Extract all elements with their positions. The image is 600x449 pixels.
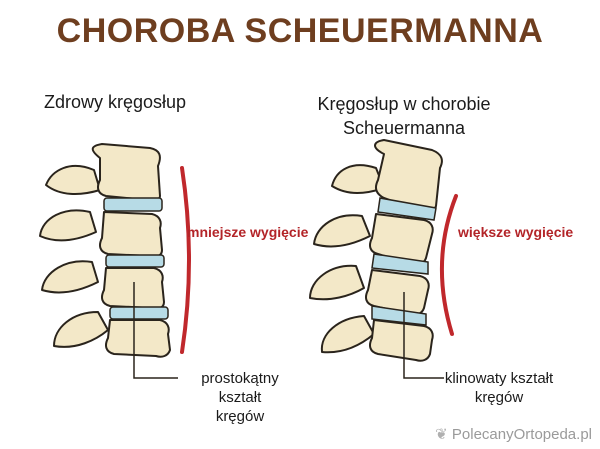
vertebra-body [91,143,161,202]
curve-line [180,166,191,354]
intervertebral-disc [105,254,165,268]
spinous-process [41,260,99,294]
spinous-process [39,209,97,242]
pointer-line [133,282,178,379]
pointer-line [403,292,444,379]
spinous-process [53,311,109,348]
right-heading-line2: Scheuermanna [342,118,466,138]
watermark: ❦ PolecanyOrtopeda.pl [435,425,592,443]
intervertebral-disc [371,305,427,326]
intervertebral-disc [377,197,437,221]
left-shape-label-line1: prostokątny kształt [201,370,279,406]
intervertebral-disc [371,253,429,275]
left-curve-label: mniejsze wygięcie [187,224,309,240]
vertebra-body [105,319,171,358]
spinous-process [309,264,365,301]
right-shape-label-line2: kręgów [474,389,524,406]
spinous-process [331,164,385,194]
left-heading: Zdrowy kręgosłup [44,92,187,112]
right-shape-label-line1: klinowaty kształt [444,370,554,387]
right-heading-line1: Kręgosłup w chorobie [317,94,491,114]
curve-line [440,194,458,336]
page-title: CHOROBA SCHEUERMANNA [56,12,544,50]
right-shape-label: klinowaty kształt kręgów [444,369,554,407]
left-shape-label-line2: kręgów [215,408,265,425]
vertebra-body-wedged [369,319,434,362]
right-heading: Kręgosłup w chorobie Scheuermanna [314,92,494,140]
intervertebral-disc [109,306,169,320]
intervertebral-disc [103,197,163,212]
spinous-process [313,214,371,248]
left-shape-label: prostokątny kształt kręgów [180,369,300,426]
watermark-text: PolecanyOrtopeda.pl [451,426,592,443]
spinous-process [45,165,101,195]
right-curve-label: większe wygięcie [458,224,574,240]
leaf-icon: ❦ [435,426,448,443]
spinous-process [320,315,375,354]
vertebra-body-wedged [374,139,443,214]
